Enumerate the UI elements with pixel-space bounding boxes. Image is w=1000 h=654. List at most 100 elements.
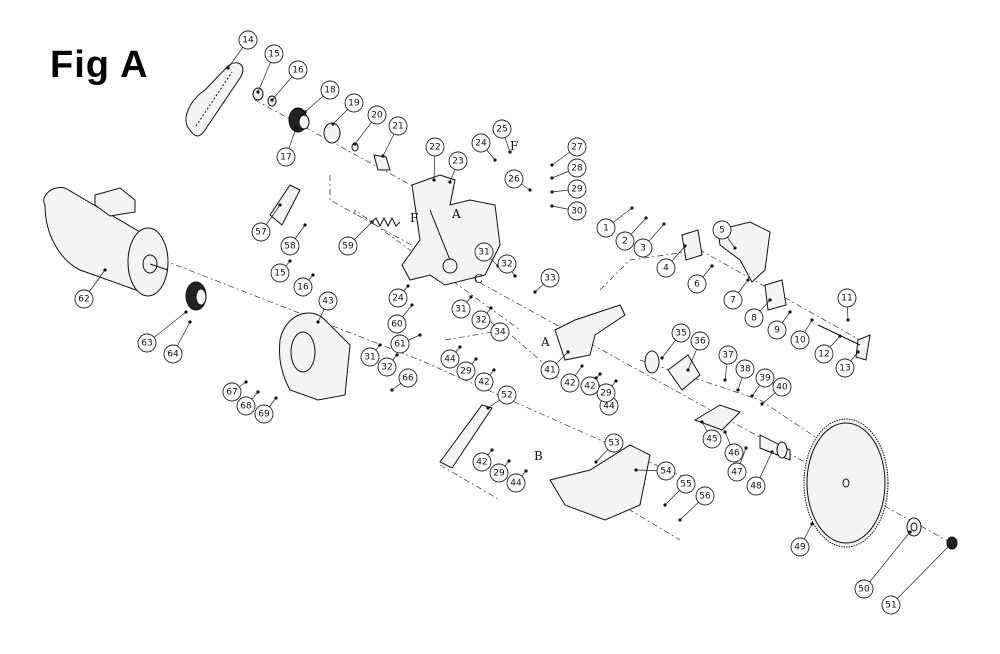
leader-dot-32 bbox=[395, 353, 399, 357]
callout-circle bbox=[377, 357, 397, 377]
callout-number: 16 bbox=[292, 66, 304, 76]
callout-number: 11 bbox=[841, 294, 852, 304]
leader-dot-61 bbox=[418, 333, 422, 337]
callout-26: 26 bbox=[504, 169, 524, 189]
callout-circle bbox=[656, 461, 676, 481]
leader-dot-21 bbox=[381, 154, 385, 158]
leader-dot-1 bbox=[630, 206, 634, 210]
callout-number: 58 bbox=[284, 242, 296, 252]
callout-circle bbox=[687, 274, 707, 294]
callout-number: 24 bbox=[475, 139, 487, 149]
callout-33: 33 bbox=[540, 268, 560, 288]
reference-letter-a: A bbox=[540, 335, 550, 349]
leader-dot-25 bbox=[508, 150, 512, 154]
callout-number: 51 bbox=[885, 601, 896, 611]
callout-57: 57 bbox=[251, 222, 271, 242]
callout-number: 7 bbox=[730, 296, 736, 306]
leader-dot-4 bbox=[683, 244, 687, 248]
arbor-assembly bbox=[693, 404, 791, 461]
callout-circle bbox=[137, 333, 157, 353]
callout-number: 36 bbox=[694, 337, 706, 347]
callout-number: 15 bbox=[268, 50, 279, 60]
leader-dot-60 bbox=[410, 303, 414, 307]
callout-number: 29 bbox=[493, 469, 505, 479]
callout-32: 32 bbox=[497, 254, 517, 274]
belt-guard bbox=[279, 312, 351, 401]
callout-32: 32 bbox=[377, 357, 397, 377]
callout-circle bbox=[727, 462, 747, 482]
callout-number: 42 bbox=[564, 379, 575, 389]
callout-15: 15 bbox=[270, 263, 290, 283]
leader-dot-24 bbox=[406, 284, 410, 288]
leader-dot-32 bbox=[513, 274, 517, 278]
callout-number: 42 bbox=[478, 378, 489, 388]
leader-dot-52 bbox=[486, 406, 490, 410]
leader-dot-39 bbox=[750, 394, 754, 398]
callout-number: 31 bbox=[364, 353, 375, 363]
callout-number: 24 bbox=[392, 294, 404, 304]
callout-number: 44 bbox=[510, 479, 522, 489]
callout-circle bbox=[390, 334, 410, 354]
leader-dot-32 bbox=[489, 306, 493, 310]
leader-dot-8 bbox=[768, 298, 772, 302]
callout-number: 8 bbox=[751, 314, 757, 324]
leader-dot-22 bbox=[432, 178, 436, 182]
callout-number: 21 bbox=[392, 122, 403, 132]
callout-13: 13 bbox=[835, 358, 855, 378]
leader-dot-50 bbox=[908, 530, 912, 534]
callout-number: 32 bbox=[381, 363, 392, 373]
callout-40: 40 bbox=[772, 377, 792, 397]
callout-68: 68 bbox=[236, 396, 256, 416]
leader-dot-30 bbox=[550, 204, 554, 208]
leader-dot-18 bbox=[303, 110, 307, 114]
leader-dot-53 bbox=[594, 460, 598, 464]
callout-circle bbox=[456, 361, 476, 381]
callout-number: 44 bbox=[603, 402, 615, 412]
callout-31: 31 bbox=[360, 347, 380, 367]
callout-circle bbox=[837, 288, 857, 308]
leader-dot-51 bbox=[948, 543, 952, 547]
leader-dot-19 bbox=[331, 122, 335, 126]
leader-dot-9 bbox=[788, 310, 792, 314]
callout-circle bbox=[474, 372, 494, 392]
callout-circle bbox=[671, 323, 691, 343]
callout-circle bbox=[504, 169, 524, 189]
callout-circle bbox=[790, 330, 810, 350]
callout-number: 22 bbox=[429, 143, 440, 153]
callout-number: 34 bbox=[494, 328, 506, 338]
callout-number: 6 bbox=[694, 280, 700, 290]
callout-circle bbox=[767, 320, 787, 340]
callout-circle bbox=[264, 44, 284, 64]
leader-dot-54 bbox=[634, 468, 638, 472]
leader-dot-29 bbox=[550, 190, 554, 194]
callout-63: 63 bbox=[137, 333, 157, 353]
callout-53: 53 bbox=[604, 433, 624, 453]
callout-circle bbox=[702, 429, 722, 449]
reference-letter-f: F bbox=[510, 139, 518, 153]
reference-letter-f: F bbox=[410, 211, 418, 225]
leader-dot-20 bbox=[353, 142, 357, 146]
callout-circle bbox=[367, 105, 387, 125]
callout-circle bbox=[656, 258, 676, 278]
callout-number: 26 bbox=[508, 175, 520, 185]
callout-circle bbox=[163, 344, 183, 364]
callout-62: 62 bbox=[74, 289, 94, 309]
callout-number: 3 bbox=[640, 244, 646, 254]
callout-circle bbox=[492, 119, 512, 139]
callout-17: 17 bbox=[276, 147, 296, 167]
callout-number: 17 bbox=[280, 153, 291, 163]
leader-dot-12 bbox=[838, 334, 842, 338]
leader-dot-17 bbox=[294, 126, 298, 130]
leader-dot-49 bbox=[810, 522, 814, 526]
callout-number: 30 bbox=[571, 207, 583, 217]
leader-dot-41 bbox=[566, 350, 570, 354]
callout-27: 27 bbox=[567, 137, 587, 157]
callout-7: 7 bbox=[723, 290, 743, 310]
leader-dot-58 bbox=[303, 223, 307, 227]
callout-number: 41 bbox=[544, 366, 555, 376]
callout-circle bbox=[270, 263, 290, 283]
callout-number: 29 bbox=[571, 185, 583, 195]
callout-number: 42 bbox=[584, 382, 595, 392]
callout-56: 56 bbox=[695, 486, 715, 506]
